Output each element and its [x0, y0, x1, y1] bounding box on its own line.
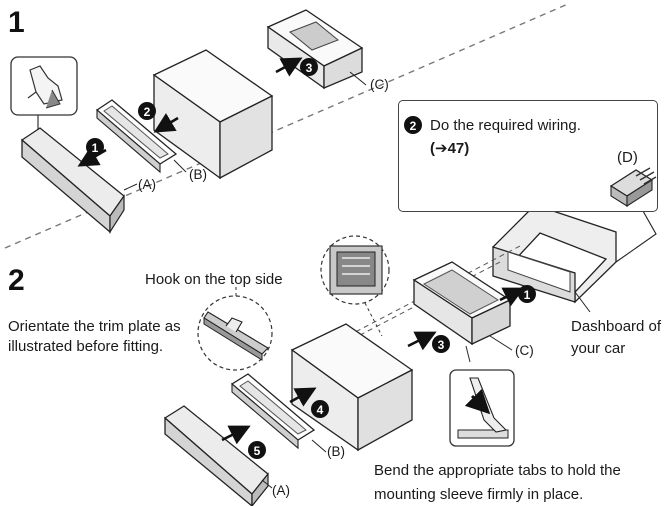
- marker-1-step2: 1: [518, 285, 536, 303]
- arrow-4-step2: [289, 387, 317, 407]
- dashboard-note-line1: Dashboard of: [571, 318, 662, 335]
- wiring-page-ref: (➔47): [430, 140, 470, 157]
- bend-tab-inset: [449, 369, 515, 447]
- press-release-icon: [10, 56, 78, 140]
- label-a-step1: (A): [138, 177, 156, 192]
- hook-detail-inset: [197, 295, 273, 371]
- label-d: (D): [617, 149, 638, 166]
- step-1-number: 1: [8, 6, 25, 39]
- svg-text:4: 4: [317, 403, 324, 417]
- dashboard-detail-inset: [320, 235, 390, 305]
- dashboard-note-line2: your car: [571, 340, 626, 357]
- label-c-step2: (C): [515, 343, 534, 358]
- svg-text:3: 3: [306, 61, 313, 75]
- unit-chassis-step2: [290, 323, 414, 452]
- label-b-step2: (B): [327, 444, 345, 459]
- orient-note-line2: illustrated before fitting.: [8, 338, 164, 355]
- dashboard-frame: [492, 187, 657, 304]
- arrow-3-step2: [407, 331, 437, 351]
- marker-4-step2: 4: [311, 400, 329, 418]
- faceplate-a-step1: [20, 127, 125, 235]
- faceplate-a-step2: [163, 405, 269, 506]
- orient-note-line1: Orientate the trim plate as: [8, 318, 181, 335]
- arrow-1-step2: [499, 287, 525, 307]
- svg-text:5: 5: [254, 444, 261, 458]
- marker-5-step2: 5: [248, 441, 266, 459]
- svg-text:1: 1: [524, 288, 531, 302]
- mounting-sleeve-c-step1: [266, 9, 364, 90]
- step-2-number: 2: [8, 264, 25, 297]
- arrow-2-step1: [153, 113, 179, 133]
- label-b-step1: (B): [189, 167, 207, 182]
- svg-text:2: 2: [144, 105, 151, 119]
- wiring-callout: [398, 100, 658, 212]
- marker-2-step1: 2: [138, 102, 156, 120]
- wiring-instruction: Do the required wiring.: [430, 117, 581, 134]
- hook-note: Hook on the top side: [145, 271, 283, 288]
- label-c-step1: (C): [370, 77, 389, 92]
- trim-plate-b-step1: [95, 99, 178, 174]
- bend-note-line1: Bend the appropriate tabs to hold the: [374, 462, 621, 479]
- trim-plate-b-step2: [230, 373, 316, 450]
- marker-3-step1: 3: [300, 58, 318, 76]
- mounting-sleeve-c-step2: [412, 261, 512, 346]
- marker-3-step2: 3: [432, 335, 450, 353]
- unit-chassis-step1: [152, 49, 274, 180]
- svg-text:1: 1: [92, 141, 99, 155]
- arrow-5-step2: [221, 425, 251, 445]
- arrow-3-step1: [275, 57, 303, 77]
- marker-1-step1: 1: [86, 138, 104, 156]
- label-a-step2: (A): [272, 483, 290, 498]
- svg-text:3: 3: [438, 338, 445, 352]
- bend-note-line2: mounting sleeve firmly in place.: [374, 486, 584, 503]
